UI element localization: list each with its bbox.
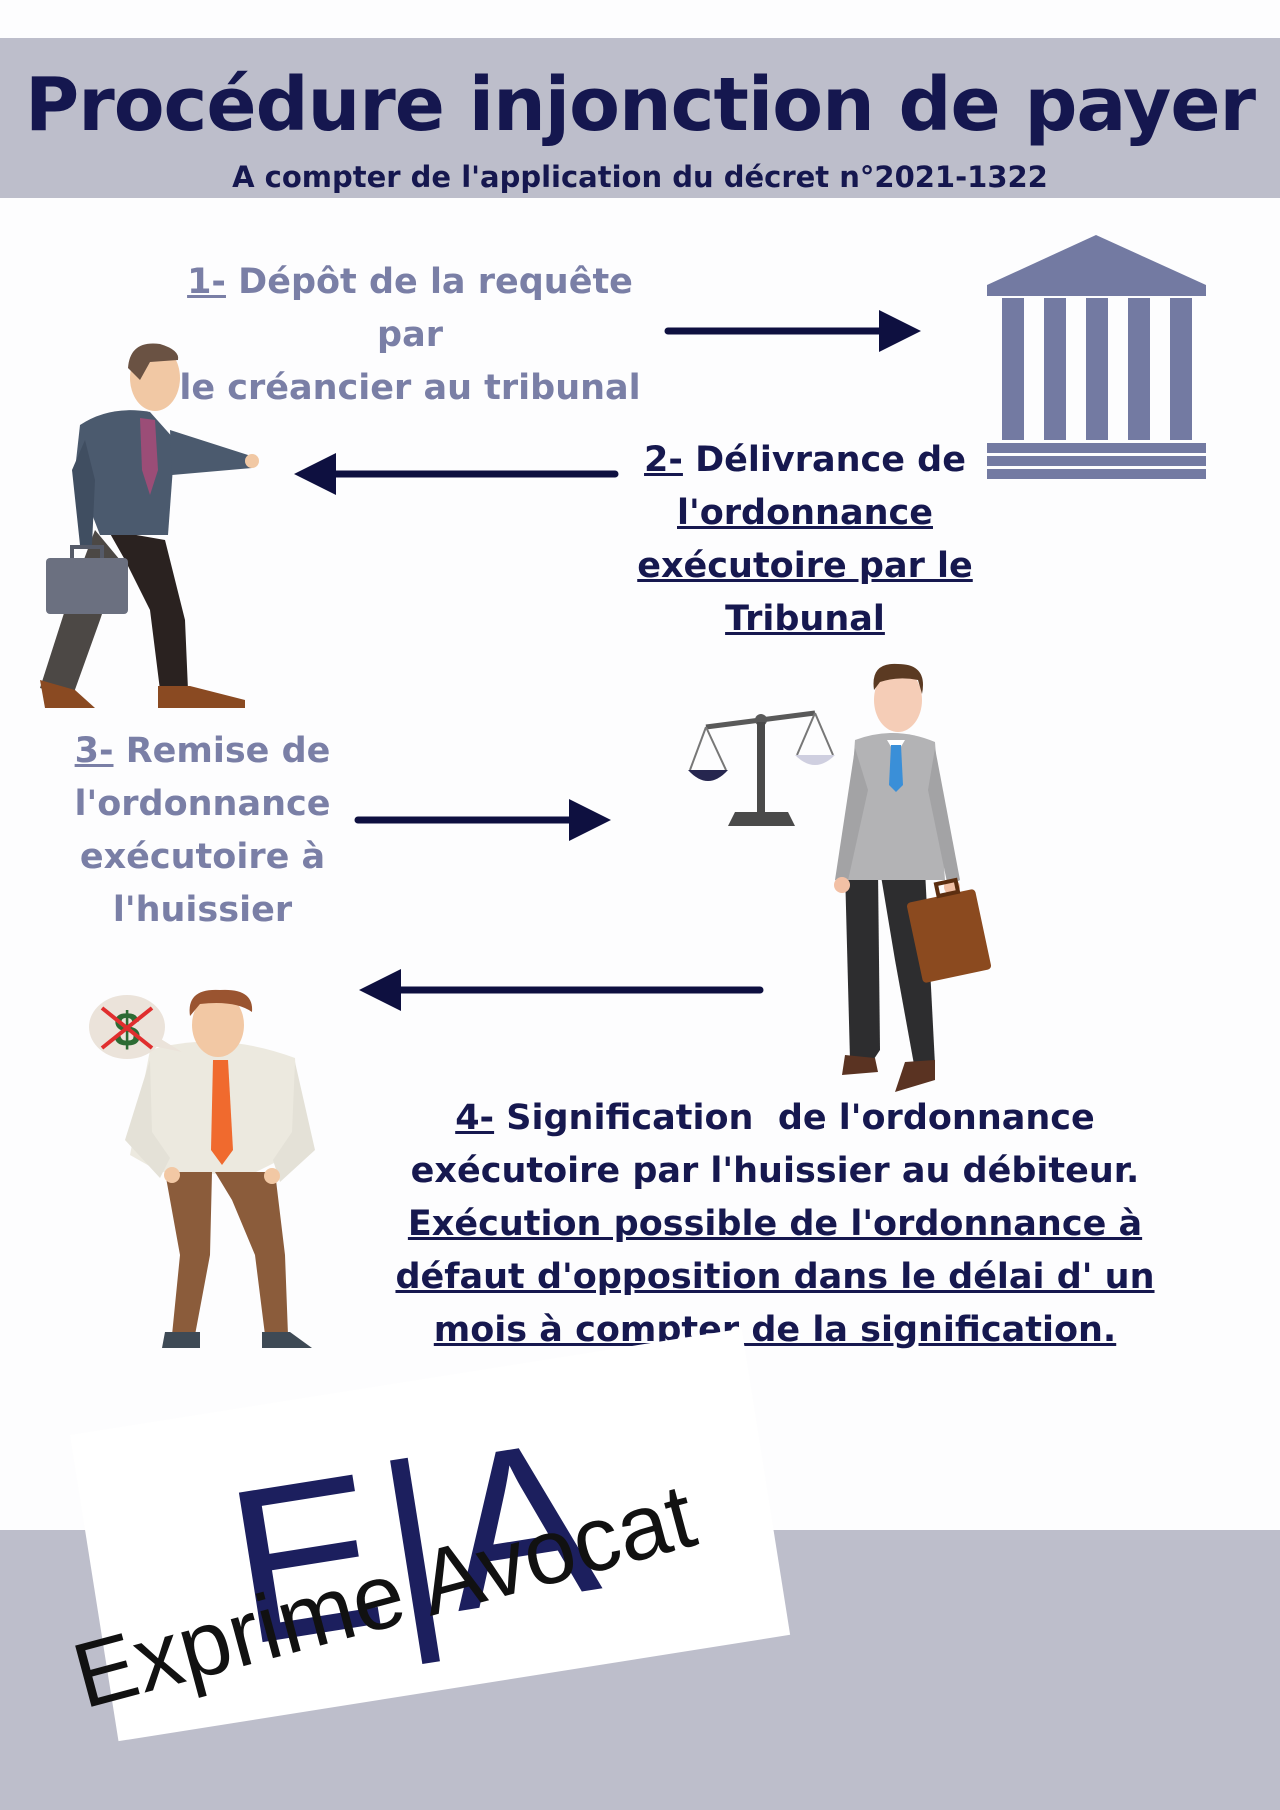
step-4-line-4: défaut d'opposition dans le délai d' un: [395, 1257, 1155, 1297]
step-1-line-2: le créancier au tribunal: [179, 368, 641, 408]
step-3-line-1: 3- Remise de: [74, 731, 331, 771]
step-4-line-2: exécutoire par l'huissier au débiteur.: [410, 1151, 1140, 1191]
step-3-line-3: exécutoire à: [79, 837, 326, 877]
scales-of-justice-icon: [688, 710, 835, 826]
step-4-line-3: Exécution possible de l'ordonnance à: [407, 1204, 1143, 1244]
page-subtitle: A compter de l'application du décret n°2…: [232, 160, 1048, 194]
header-band: [0, 38, 1280, 198]
step-1-line-1: 1- Dépôt de la requête par: [187, 262, 633, 355]
step-1-text: 1- Dépôt de la requête par le créancier …: [150, 256, 670, 415]
no-money-speech-bubble-icon: $: [89, 995, 182, 1059]
step-2-text: 2- Délivrance de l'ordonnance exécutoire…: [620, 434, 990, 646]
step-1-number: 1-: [187, 262, 226, 302]
step-4-number: 4-: [455, 1098, 495, 1138]
courthouse-icon: [987, 235, 1206, 479]
step-4-text: 4- Signification de l'ordonnance exécuto…: [395, 1092, 1155, 1357]
step-2-number: 2-: [644, 440, 683, 480]
creditor-man-illustration: [40, 343, 259, 708]
step-2-line-2: l'ordonnance: [677, 493, 933, 533]
bailiff-man-illustration: [834, 663, 992, 1092]
step-4-line-1: 4- Signification de l'ordonnance: [455, 1098, 1095, 1138]
debtor-man-illustration: [125, 989, 315, 1348]
page-title: Procédure injonction de payer: [24, 62, 1256, 148]
step-2-line-1: 2- Délivrance de: [644, 440, 966, 480]
step-2-line-3: exécutoire par le: [637, 546, 973, 586]
step-3-text: 3- Remise de l'ordonnance exécutoire à l…: [40, 725, 365, 937]
step-2-line-4: Tribunal: [725, 599, 885, 639]
step-3-line-4: l'huissier: [112, 890, 293, 930]
step-3-line-2: l'ordonnance: [74, 784, 331, 824]
step-4-line-5: mois à compter de la signification.: [433, 1310, 1117, 1350]
step-3-number: 3-: [74, 731, 114, 771]
